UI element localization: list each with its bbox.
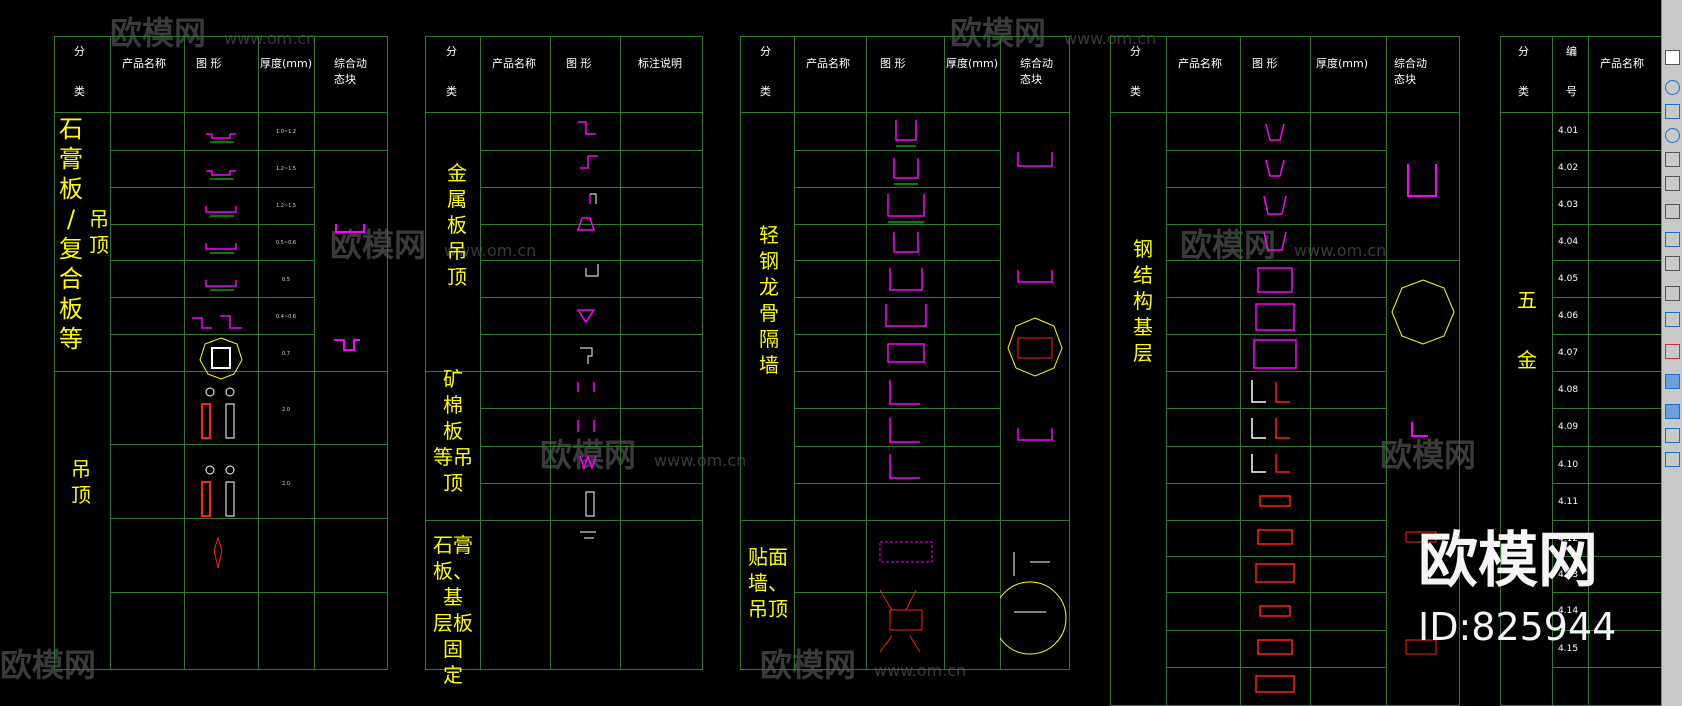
category-metal-panel: 金属板吊顶: [447, 161, 467, 289]
header-category: 类: [1130, 85, 1141, 98]
watermark: 欧模网: [1380, 436, 1477, 474]
category-gypsum-fixing: 石膏板、基层板固定: [433, 533, 473, 687]
profile-symbols: [576, 121, 599, 539]
tool-button[interactable]: [1665, 232, 1680, 247]
item-code: 4.03: [1558, 200, 1579, 210]
header-category: 分: [1130, 45, 1141, 58]
thickness-value: 0.5~0.6: [276, 240, 297, 246]
cad-tool-palette: [1661, 0, 1682, 706]
item-code: 4.04: [1558, 237, 1579, 247]
tool-button[interactable]: [1665, 312, 1680, 327]
header-category: 分: [760, 45, 771, 58]
category-ceiling: 吊顶: [89, 207, 109, 257]
header-dynamic-block: 综合动: [334, 57, 367, 70]
tool-button[interactable]: [1665, 404, 1680, 419]
tool-button[interactable]: [1665, 128, 1680, 143]
tool-button[interactable]: [1665, 176, 1680, 191]
item-code: 4.09: [1558, 422, 1579, 432]
category-light-steel-partition: 轻钢龙骨隔墙: [759, 223, 779, 377]
item-code: 4.07: [1558, 348, 1579, 358]
tool-button[interactable]: [1665, 204, 1680, 219]
header-dynamic-block: 态块: [334, 73, 356, 86]
thickness-value: 1.0~1.2: [276, 129, 297, 135]
header-dynamic-block: 综合动: [1394, 57, 1427, 70]
header-category: 类: [446, 85, 457, 98]
category-hardware: 五金: [1517, 288, 1537, 372]
header-number: 编: [1566, 45, 1577, 58]
watermark-id: ID:825944: [1418, 605, 1617, 649]
category-gypsum-composite: 石膏板/复合板等: [59, 115, 83, 353]
item-code: 4.12: [1558, 534, 1579, 544]
header-category: 分: [74, 45, 85, 58]
category-veneer-wall-ceiling: 贴面墙、吊顶: [748, 545, 788, 621]
tool-button[interactable]: [1665, 50, 1680, 65]
header-product-name: 产品名称: [1178, 57, 1222, 70]
header-thickness: 厚度(mm): [260, 57, 313, 70]
item-code: 4.01: [1558, 126, 1579, 136]
thickness-value: 0.7: [282, 351, 290, 357]
header-annotation: 标注说明: [638, 57, 682, 70]
header-product-name: 产品名称: [806, 57, 850, 70]
watermark: 欧模网: [0, 646, 97, 684]
thickness-value: 2.0: [282, 407, 290, 413]
item-code: 4.02: [1558, 163, 1579, 173]
header-thickness: 厚度(mm): [946, 57, 999, 70]
item-code: 4.11: [1558, 497, 1579, 507]
tool-button[interactable]: [1665, 104, 1680, 119]
tool-button[interactable]: [1665, 374, 1680, 389]
dynamic-block-symbols: [1000, 152, 1067, 655]
header-product-name: 产品名称: [1600, 57, 1644, 70]
header-product-name: 产品名称: [122, 57, 166, 70]
profile-symbols: [879, 120, 933, 652]
thickness-value: 1.2~1.5: [276, 166, 297, 172]
category-mineral-wool: 矿棉板等吊顶: [433, 367, 473, 495]
item-code: 4.05: [1558, 274, 1579, 284]
header-figure: 图 形: [566, 57, 592, 70]
tool-button[interactable]: [1665, 152, 1680, 167]
item-code: 4.08: [1558, 385, 1579, 395]
header-category: 分: [446, 45, 457, 58]
thickness-value: 0.4~0.6: [276, 314, 297, 320]
header-category: 分: [1518, 45, 1529, 58]
dynamic-block-symbols: [1391, 164, 1455, 655]
header-product-name: 产品名称: [492, 57, 536, 70]
header-dynamic-block: 综合动: [1020, 57, 1053, 70]
header-category: 类: [760, 85, 771, 98]
header-dynamic-block: 态块: [1394, 73, 1416, 86]
header-dynamic-block: 态块: [1020, 73, 1042, 86]
tool-button[interactable]: [1665, 80, 1680, 95]
thickness-value: 2.0: [282, 481, 290, 487]
tool-button[interactable]: [1665, 286, 1680, 301]
header-figure: 图 形: [880, 57, 906, 70]
header-thickness: 厚度(mm): [1316, 57, 1369, 70]
header-figure: 图 形: [1252, 57, 1278, 70]
item-code: 4.14: [1558, 606, 1579, 616]
tool-button[interactable]: [1665, 428, 1680, 443]
category-steel-base-layer: 钢结构基层: [1133, 237, 1153, 365]
watermark-logo: 欧模网: [1418, 526, 1598, 596]
item-code: 4.13: [1558, 570, 1579, 580]
tool-button[interactable]: [1665, 344, 1680, 359]
header-category: 类: [1518, 85, 1529, 98]
tool-button[interactable]: [1665, 452, 1680, 467]
dynamic-block-symbols: [334, 224, 365, 351]
item-code: 4.06: [1558, 311, 1579, 321]
item-code: 4.10: [1558, 460, 1579, 470]
item-code: 4.15: [1558, 644, 1579, 654]
profile-symbols: [1251, 123, 1297, 693]
tool-button[interactable]: [1665, 256, 1680, 271]
thickness-value: 0.5: [282, 277, 290, 283]
header-figure: 图 形: [196, 57, 222, 70]
header-category: 类: [74, 85, 85, 98]
profile-symbols: [192, 133, 243, 569]
category-ceiling: 吊顶: [71, 457, 91, 507]
header-number: 号: [1566, 85, 1577, 98]
thickness-value: 1.2~1.5: [276, 203, 297, 209]
